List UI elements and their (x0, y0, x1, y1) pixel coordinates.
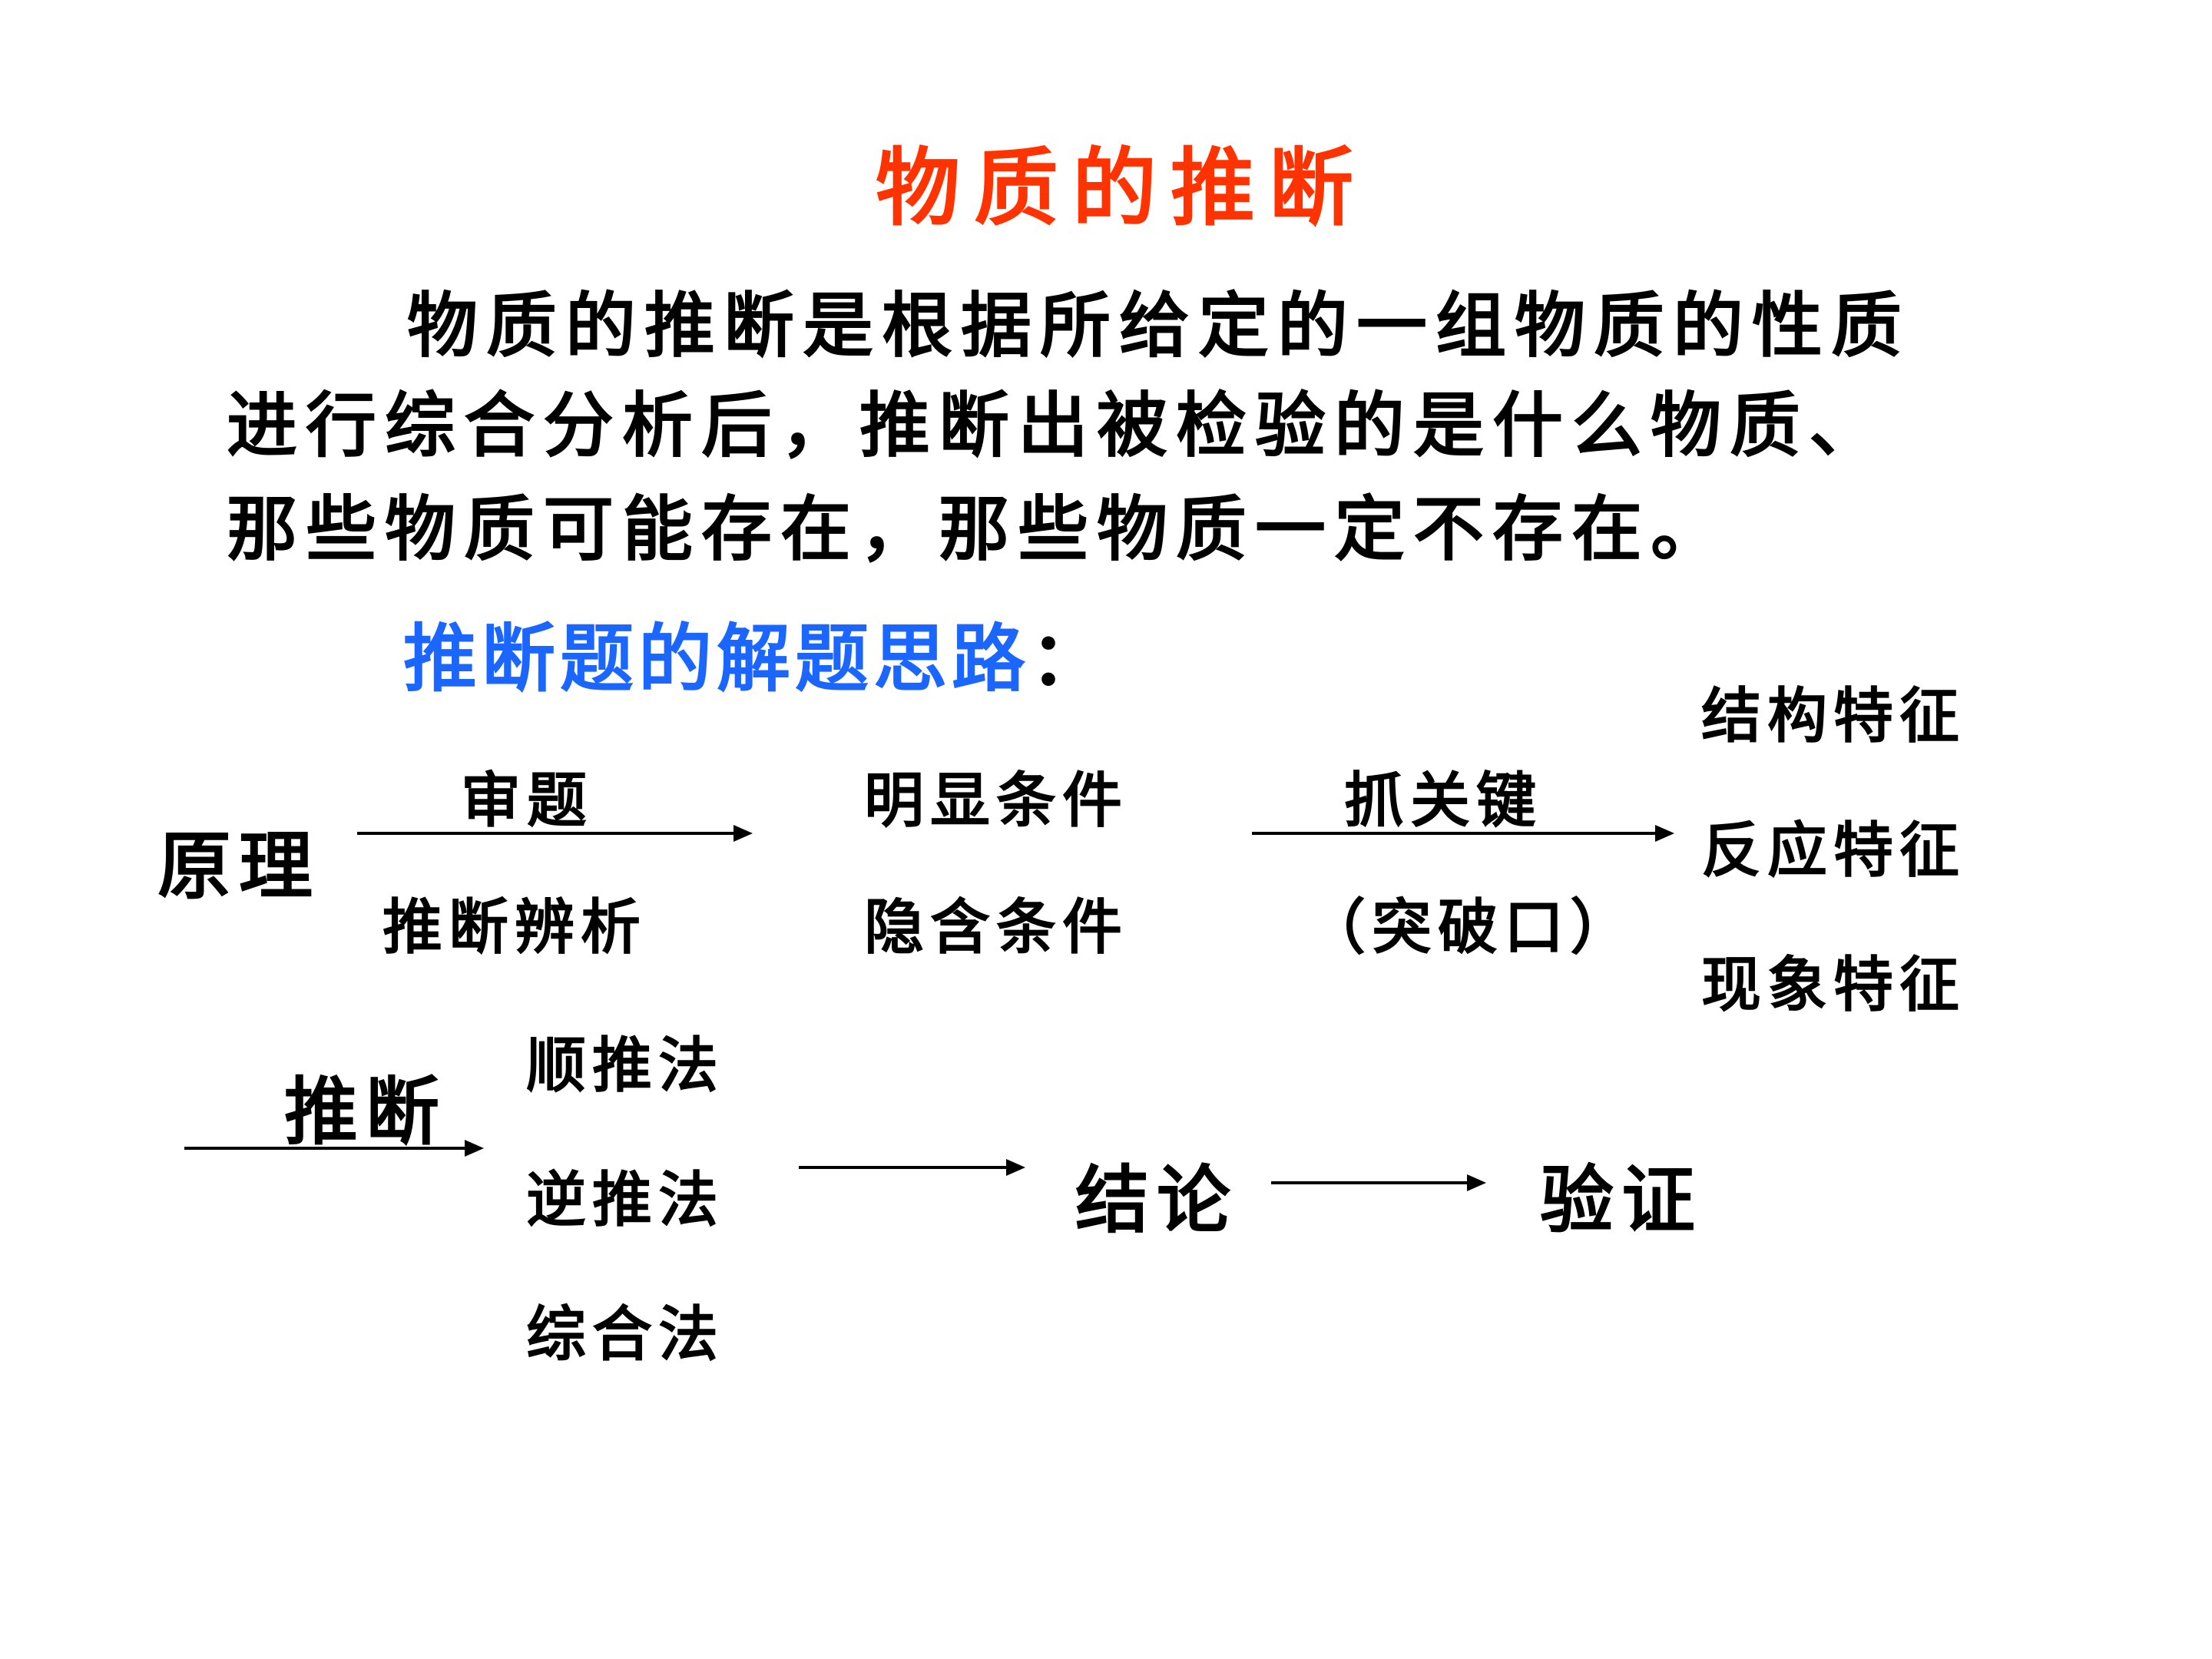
review-arrow (357, 825, 753, 842)
explicit-condition: 明显条件 (864, 767, 1129, 836)
infer-arrow (184, 1140, 484, 1157)
verify-label: 验证 (1540, 1157, 1703, 1243)
subheading-colon: ： (1030, 616, 1108, 702)
origin-label: 原理 (157, 823, 320, 909)
method-comprehensive: 综合法 (526, 1300, 725, 1369)
review-label: 审题 (461, 767, 594, 836)
key-arrow (1252, 825, 1674, 842)
implicit-condition: 隐含条件 (864, 893, 1129, 962)
method-forward: 顺推法 (526, 1031, 725, 1101)
breakthrough-label: （突破口） (1306, 893, 1637, 962)
infer-label: 推断 (284, 1069, 447, 1155)
feature-structure: 结构特征 (1701, 682, 1966, 751)
subheading: 推断题的解题思路： (403, 599, 1108, 706)
paragraph-line-2: 进行综合分析后，推断出被检验的是什么物质、 (227, 385, 1889, 467)
paragraph-line-1: 物质的推断是根据所给定的一组物质的性质 (407, 285, 1911, 367)
reasoning-label: 推断辨析 (382, 893, 647, 962)
method-arrow (799, 1159, 1025, 1176)
conclusion-label: 结论 (1075, 1157, 1238, 1243)
method-backward: 逆推法 (526, 1166, 725, 1235)
subheading-text: 推断题的解题思路 (403, 616, 1030, 702)
feature-reaction: 反应特征 (1701, 816, 1966, 886)
key-label: 抓关键 (1344, 767, 1543, 836)
conclusion-arrow (1271, 1174, 1486, 1191)
feature-phenomenon: 现象特征 (1701, 951, 1966, 1020)
slide-title: 物质的推断 (876, 139, 1367, 237)
paragraph-line-3: 那些物质可能存在，那些物质一定不存在。 (227, 488, 1730, 571)
